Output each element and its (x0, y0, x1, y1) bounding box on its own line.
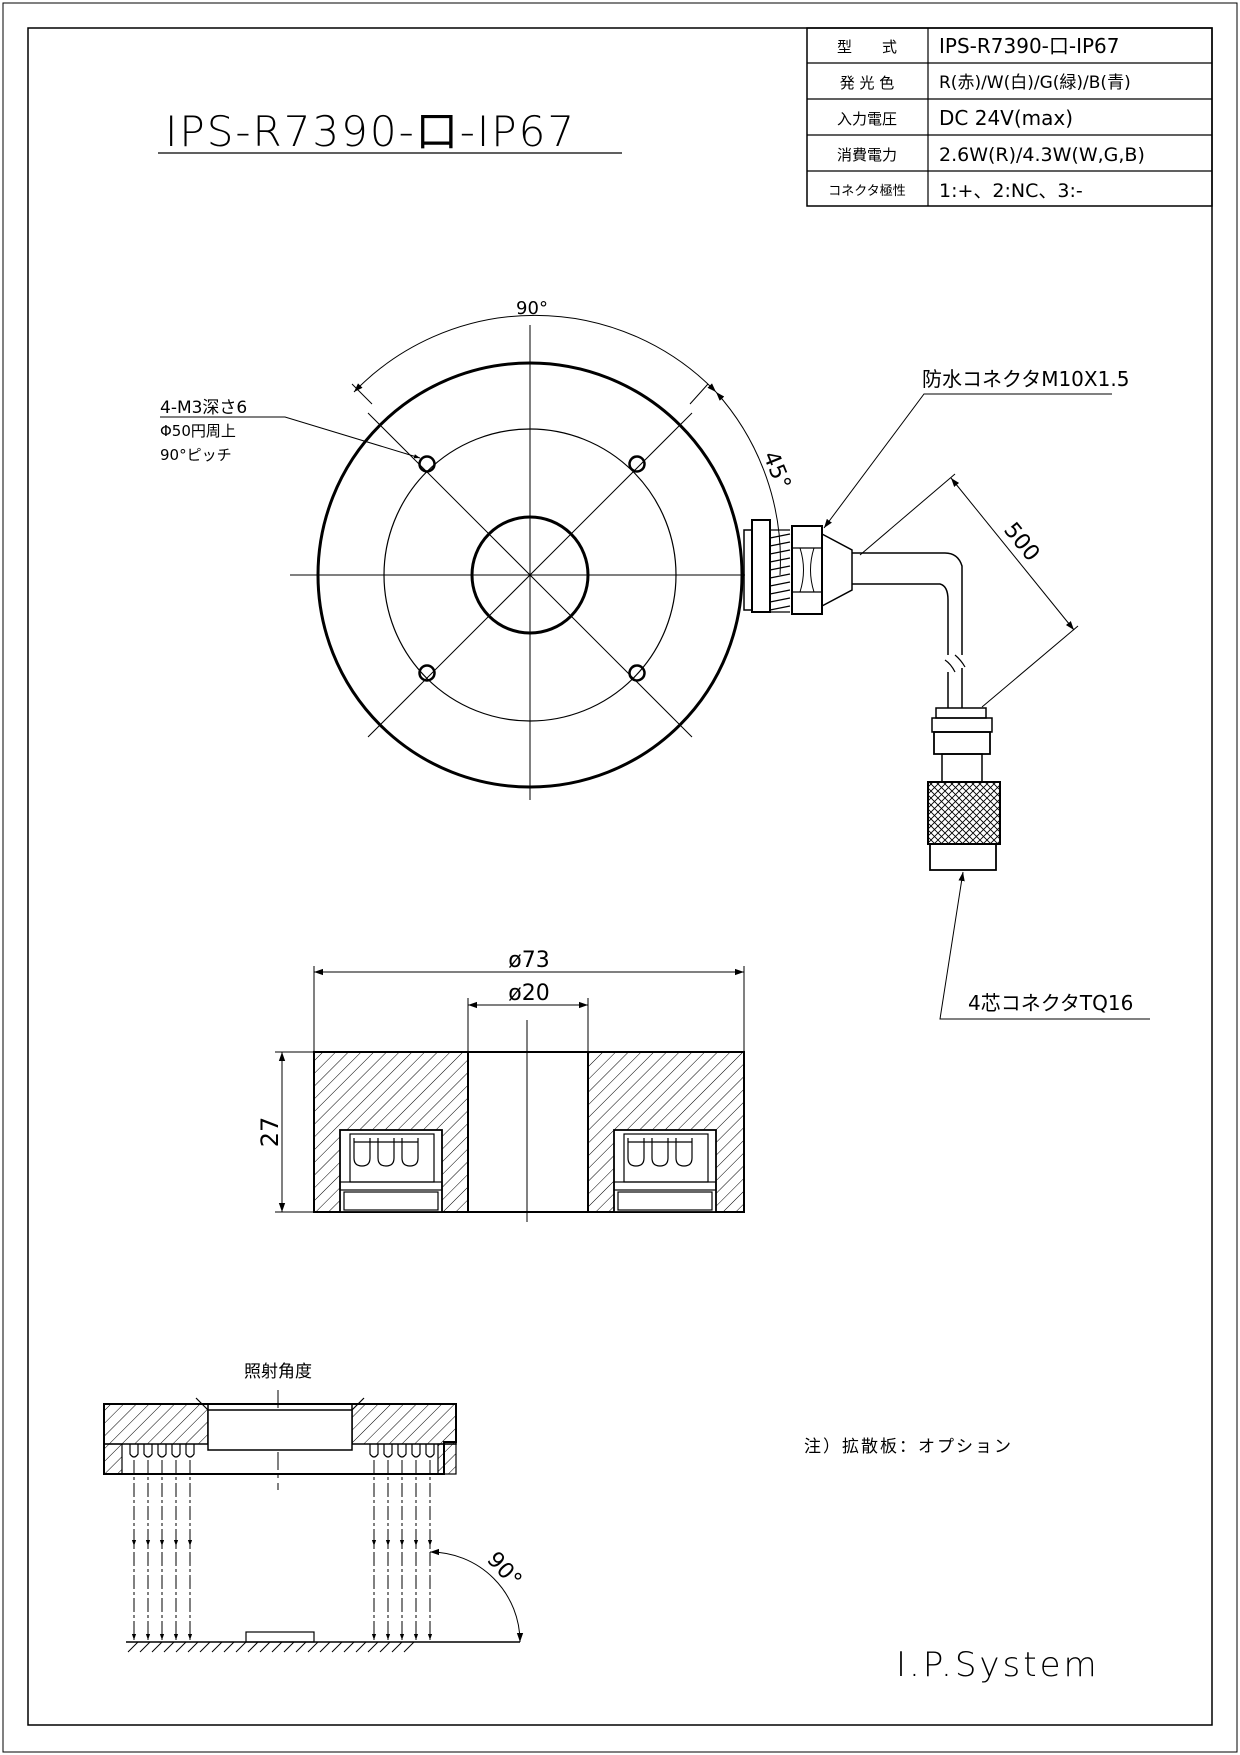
spec-value-model: IPS-R7390-口-IP67 (939, 34, 1120, 58)
hole-note-2: Φ50円周上 (160, 422, 236, 440)
spec-table: 型 式 IPS-R7390-口-IP67 発 光 色 R(赤)/W(白)/G(緑… (806, 27, 1213, 207)
angle-90-label: 90° (516, 298, 548, 319)
beam-title: 照射角度 (244, 1362, 312, 1382)
cable-length-label: 500 (998, 518, 1044, 566)
gland-base (743, 529, 753, 611)
plug-knurl (927, 781, 1001, 845)
beam-view: 照射角度 (103, 1362, 527, 1653)
brand-logo: I.P.System (896, 1645, 1100, 1685)
plug-label: 4芯コネクタTQ16 (968, 991, 1133, 1015)
cable (852, 552, 963, 655)
section-view: ø73 ø20 27 (256, 948, 745, 1222)
spec-label-power: 消費電力 (837, 146, 897, 164)
beam-angle-arc (429, 1548, 524, 1643)
spec-label-voltage: 入力電圧 (837, 110, 897, 128)
outer-dia-label: ø73 (508, 948, 549, 973)
spec-label-model: 型 式 (837, 38, 897, 56)
note-diffuser: 注）拡散板：オプション (804, 1437, 1013, 1457)
inner-frame (27, 27, 1213, 1726)
spec-label-color: 発 光 色 (840, 74, 895, 92)
gland-nut (791, 525, 823, 615)
spec-value-power: 2.6W(R)/4.3W(W,G,B) (939, 144, 1145, 166)
connector-label: 防水コネクタM10X1.5 (922, 367, 1129, 391)
beam-angle-label: 90° (482, 1547, 527, 1593)
mount-hole (628, 455, 646, 473)
top-view: 90° 45° 4-M3深さ6 Φ50円周上 90°ピッチ (160, 298, 1150, 1020)
hole-note-1: 4-M3深さ6 (160, 398, 247, 418)
angle-90-arc (353, 314, 717, 393)
mount-hole (628, 664, 646, 682)
mount-hole (418, 455, 436, 473)
spec-value-polarity: 1:+、2:NC、3:- (939, 180, 1083, 202)
plug-leader (939, 871, 1150, 1020)
mount-hole (418, 664, 436, 682)
spec-value-color: R(赤)/W(白)/G(緑)/B(青) (939, 73, 1131, 93)
height-label: 27 (256, 1117, 284, 1148)
angle-45-arc (715, 391, 781, 576)
connector-leader (823, 393, 1112, 529)
angle-45-label: 45° (757, 448, 795, 494)
spec-label-polarity: コネクタ極性 (828, 183, 905, 199)
inner-dia-label: ø20 (508, 981, 549, 1006)
spec-value-voltage: DC 24V(max) (939, 106, 1073, 130)
length-dim (950, 477, 1075, 631)
hole-leader (160, 416, 421, 459)
hole-note-3: 90°ピッチ (160, 446, 232, 464)
drawing-title: IPS-R7390-口-IP67 (165, 107, 576, 156)
